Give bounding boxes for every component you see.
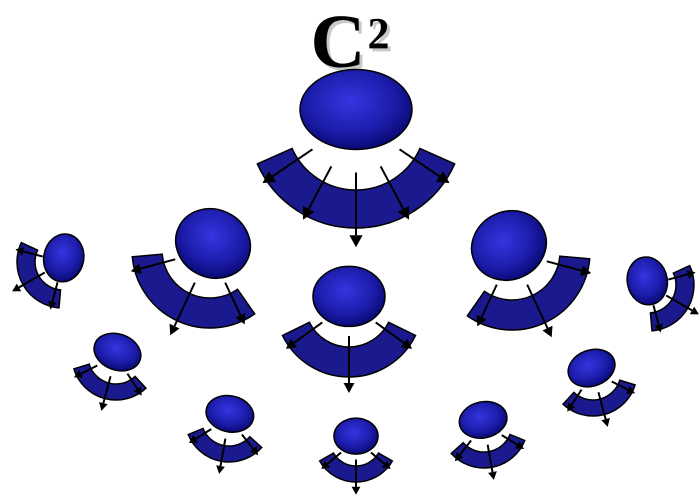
arrow-icon <box>488 471 497 480</box>
ellipse-node-icon <box>460 199 558 293</box>
arrow-icon <box>344 383 355 393</box>
node-top <box>257 70 454 248</box>
ellipse-node-icon <box>89 327 146 377</box>
ellipse-node-icon <box>313 266 385 326</box>
node-mid-left <box>131 197 262 336</box>
ellipse-node-icon <box>623 254 671 308</box>
arrow-icon <box>349 235 362 247</box>
ellipse-node-icon <box>334 418 378 454</box>
arrow-icon <box>601 418 610 427</box>
node-far-right <box>623 254 699 333</box>
ellipse-node-icon <box>40 231 88 285</box>
node-ring-l1 <box>74 327 146 411</box>
ellipse-node-icon <box>164 197 262 291</box>
node-mid-center <box>282 266 415 393</box>
node-far-left <box>12 231 88 310</box>
arrow-icon <box>352 487 361 495</box>
node-ring-l2 <box>188 391 261 474</box>
ellipse-node-icon <box>563 343 620 393</box>
node-ring-r1 <box>563 343 635 427</box>
node-ring-c <box>320 418 393 495</box>
arrow-icon <box>216 465 225 474</box>
node-ring-r2 <box>451 397 524 480</box>
arrow-icon <box>99 402 108 411</box>
ellipse-node-icon <box>300 70 412 150</box>
node-mid-right <box>460 199 591 338</box>
